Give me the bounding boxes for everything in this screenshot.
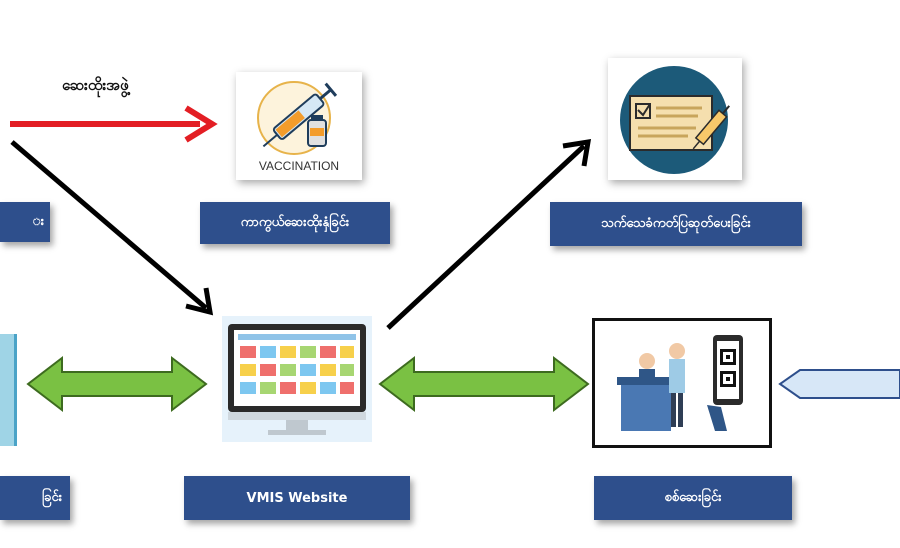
checking-image xyxy=(592,318,772,448)
label-certificate: သက်သေခံကတ်ပြဆုတ်ပေးခြင်း xyxy=(550,202,802,246)
website-monitor-icon xyxy=(222,316,372,442)
black-arrow-to-certificate xyxy=(386,138,592,330)
certificate-image xyxy=(608,58,742,180)
website-image xyxy=(222,316,372,442)
arrow-caption: ဆေးထိုးအဖွဲ့ xyxy=(62,76,129,94)
label-vaccination: ကာကွယ်ဆေးထိုးနှံခြင်း xyxy=(200,202,390,244)
green-double-arrow-right xyxy=(378,355,590,413)
red-arrow xyxy=(10,105,218,143)
certificate-card-icon xyxy=(620,66,730,174)
label-top-left-partial: း xyxy=(0,202,50,242)
tablet-image-partial xyxy=(0,334,17,446)
qr-checkin-icon xyxy=(617,335,743,431)
green-double-arrow-left xyxy=(26,355,208,413)
label-bottom-left-partial: ခြင်း xyxy=(0,476,70,520)
black-arrow-to-website xyxy=(10,140,214,316)
vaccine-syringe-icon: VACCINATION xyxy=(257,81,339,173)
vaccination-image: VACCINATION xyxy=(236,72,362,180)
label-checking: စစ်ဆေးခြင်း xyxy=(594,476,792,520)
blue-arrow-partial xyxy=(778,369,900,399)
vaccination-image-text: VACCINATION xyxy=(259,159,339,173)
label-website: VMIS Website xyxy=(184,476,410,520)
